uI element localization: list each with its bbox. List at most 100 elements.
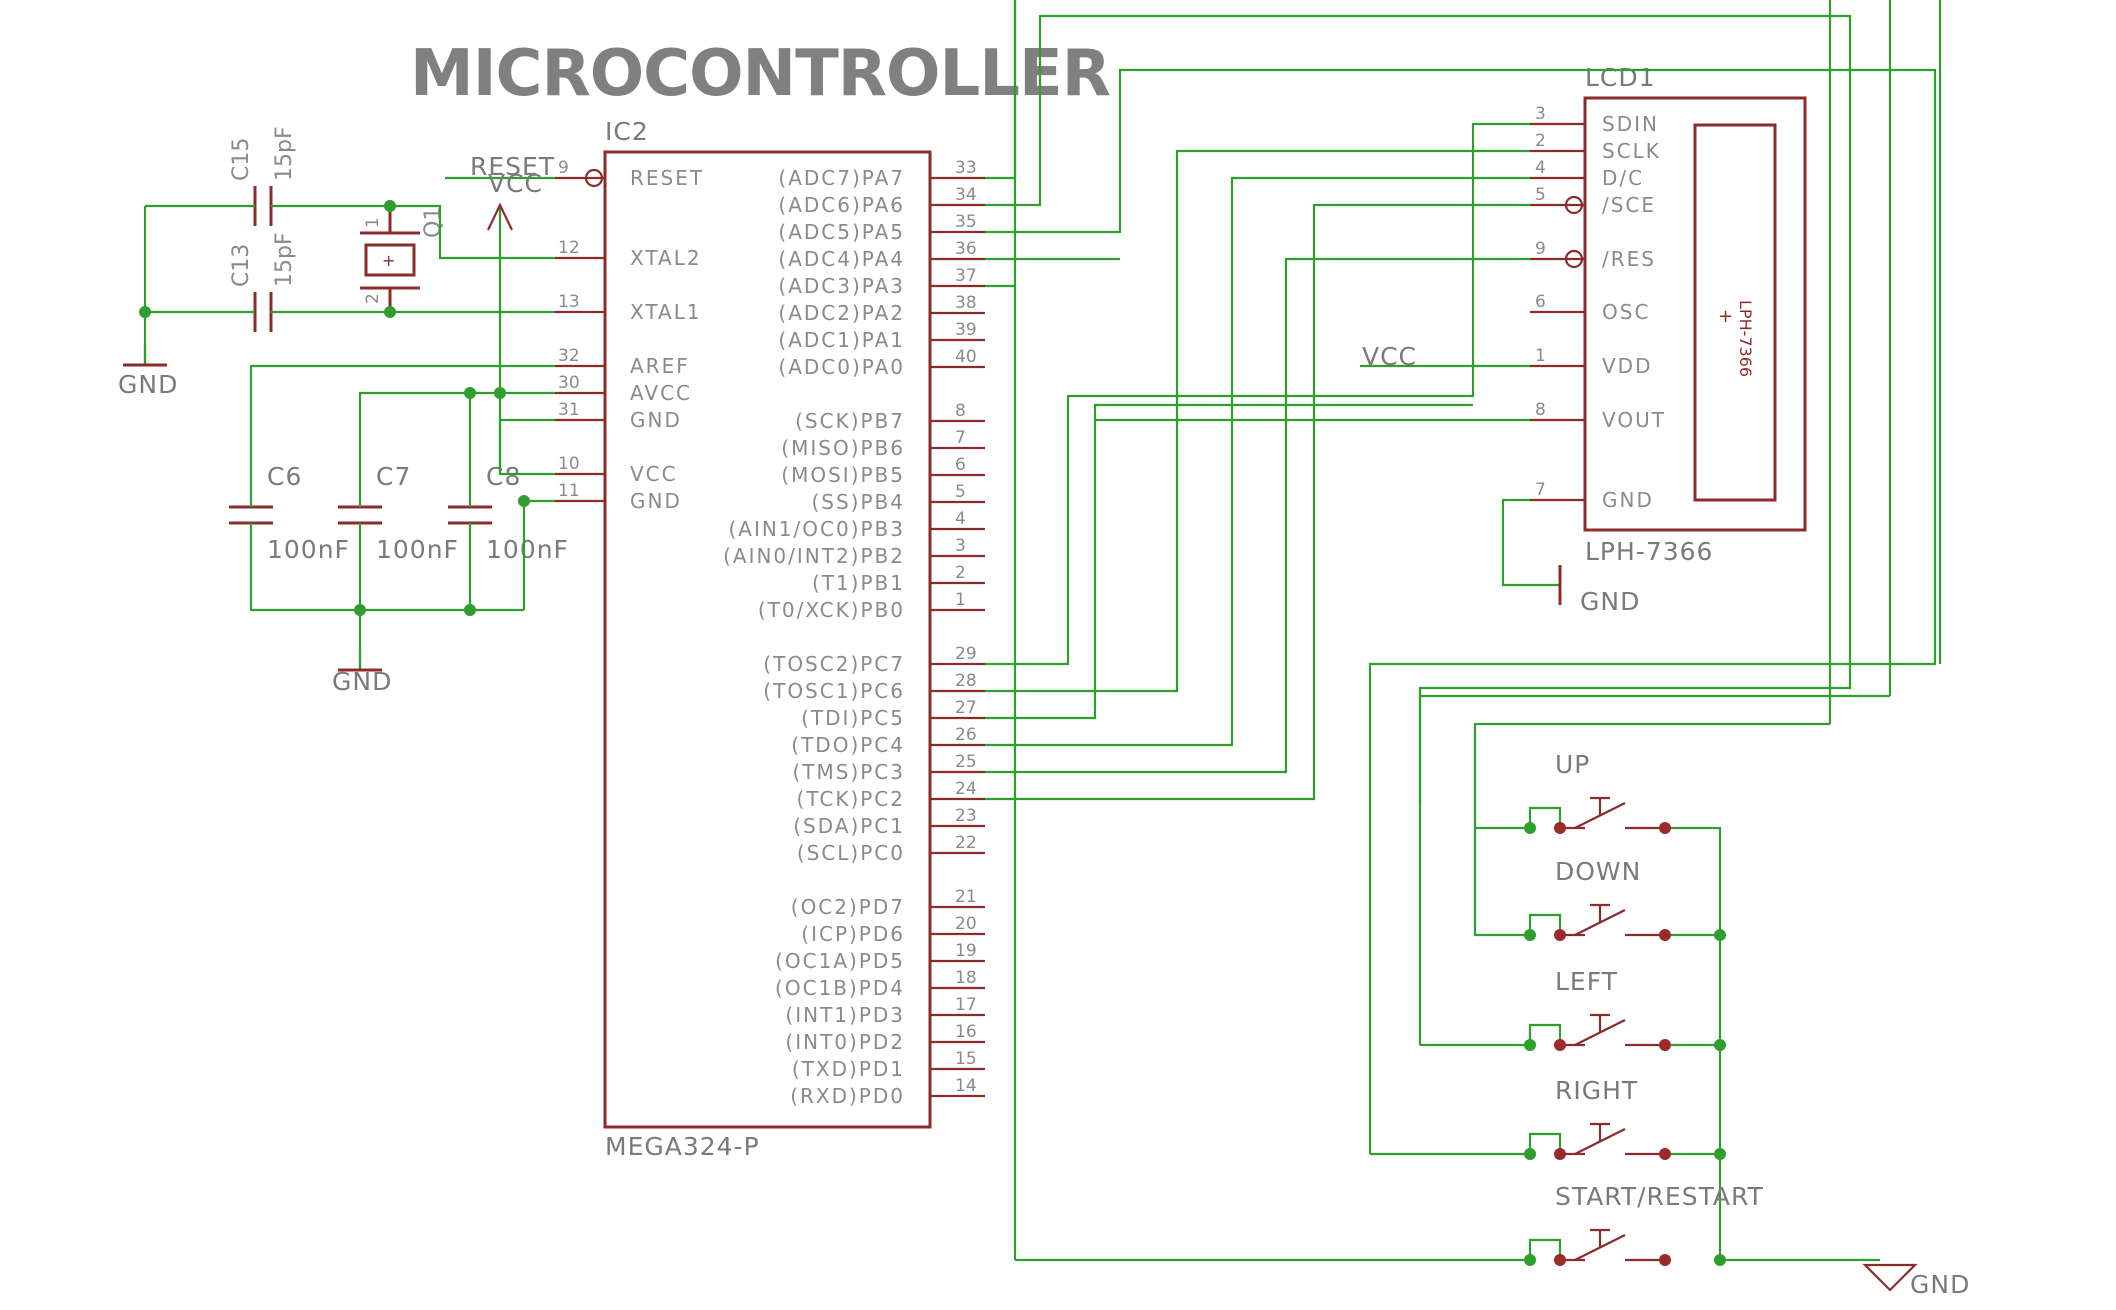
schematic-title: MICROCONTROLLER bbox=[410, 37, 1110, 111]
ic2-pin-number: 40 bbox=[955, 347, 977, 367]
ic2-part: MEGA324-P bbox=[605, 1132, 760, 1161]
ic2-pin-name: (SCL)PC0 bbox=[797, 841, 905, 865]
wire-junction bbox=[494, 387, 506, 399]
lcd-pin-name: /SCE bbox=[1602, 193, 1656, 217]
button-pin bbox=[1659, 822, 1671, 834]
lcd-inner-text: LPH-7366 bbox=[1736, 300, 1755, 377]
svg-text:+: + bbox=[382, 251, 395, 270]
wire-segment bbox=[249, 364, 555, 507]
ic2-pin-number: 22 bbox=[955, 833, 977, 853]
ic2-pin-number: 37 bbox=[955, 266, 977, 286]
wire-junction bbox=[354, 604, 366, 616]
ic2-pin-number: 10 bbox=[558, 454, 580, 474]
ic2-pin-name: (RXD)PD0 bbox=[790, 1084, 905, 1108]
ic2-pin-number: 17 bbox=[955, 995, 977, 1015]
cap-value: 15pF bbox=[272, 126, 297, 181]
ic2-pin-number: 32 bbox=[558, 346, 580, 366]
ic2-pin-name: (SDA)PC1 bbox=[793, 814, 905, 838]
ic2-pin-number: 27 bbox=[955, 698, 977, 718]
lcd-ref: LCD1 bbox=[1585, 63, 1656, 92]
ic2-pin-name: (ADC5)PA5 bbox=[778, 220, 905, 244]
cap-value: 15pF bbox=[272, 232, 297, 287]
lcd-pin-name: SDIN bbox=[1602, 112, 1659, 136]
wire-junction bbox=[1524, 822, 1536, 834]
ic2-pin-name: (TCK)PC2 bbox=[797, 787, 905, 811]
button-label-left: LEFT bbox=[1555, 967, 1618, 996]
button-label-start-restart: START/RESTART bbox=[1555, 1182, 1764, 1211]
cap-value: 100nF bbox=[267, 535, 350, 564]
button-lead bbox=[1528, 1238, 1562, 1260]
wire-segment bbox=[249, 523, 524, 612]
ic2-pin-name: (SS)PB4 bbox=[811, 490, 905, 514]
lcd-pin-number: 7 bbox=[1535, 480, 1546, 500]
wire-segment bbox=[1418, 694, 1890, 1045]
lcd-pin-name: GND bbox=[1602, 488, 1654, 512]
crystal-q1: + Q1 1 2 bbox=[360, 200, 446, 316]
ic2-pin-name: (AIN1/OC0)PB3 bbox=[728, 517, 905, 541]
ic2-pin-number: 9 bbox=[558, 158, 569, 178]
button-pin bbox=[1659, 929, 1671, 941]
wire-segment bbox=[985, 122, 1530, 666]
cap-ref: C13 bbox=[229, 244, 254, 287]
cap-ref: C15 bbox=[229, 138, 254, 181]
lcd-pin-name: VDD bbox=[1602, 354, 1652, 378]
ic2-pin-name: (INT0)PD2 bbox=[785, 1030, 905, 1054]
ic2-ref: IC2 bbox=[605, 117, 649, 146]
button-pin bbox=[1554, 822, 1566, 834]
ic2-pin-name: (OC1A)PD5 bbox=[775, 949, 905, 973]
ic2-pin-number: 8 bbox=[955, 401, 966, 421]
ic2-pin-number: 12 bbox=[558, 238, 580, 258]
vcc-label-reset: VCC bbox=[488, 169, 543, 198]
ic2-pin-name: (TOSC1)PC6 bbox=[763, 679, 905, 703]
lcd-pin-number: 6 bbox=[1535, 292, 1546, 312]
ic2-pin-name: (ICP)PD6 bbox=[801, 922, 905, 946]
ic2-pin-name: (ADC3)PA3 bbox=[778, 274, 905, 298]
lcd-pin-number: 4 bbox=[1535, 158, 1546, 178]
button-lead bbox=[1528, 913, 1562, 935]
ic2-pin-number: 6 bbox=[955, 455, 966, 475]
ic2-pin-number: 4 bbox=[955, 509, 966, 529]
wire-segment bbox=[985, 257, 1530, 774]
lcd-pin-number: 2 bbox=[1535, 131, 1546, 151]
gnd-label-crystal: GND bbox=[118, 370, 178, 399]
button-label-down: DOWN bbox=[1555, 857, 1641, 886]
vcc-label-lcd: VCC bbox=[1362, 342, 1417, 371]
ic2-pin-name: (AIN0/INT2)PB2 bbox=[723, 544, 905, 568]
wires bbox=[143, 0, 1942, 1262]
ic2-pin-name: (ADC2)PA2 bbox=[778, 301, 905, 325]
ic2-pin-number: 36 bbox=[955, 239, 977, 259]
ic2-pin-number: 19 bbox=[955, 941, 977, 961]
lcd-pin-number: 9 bbox=[1535, 239, 1546, 259]
wire-junction bbox=[1714, 1039, 1726, 1051]
wire-segment bbox=[1501, 498, 1560, 587]
ic2-pin-number: 25 bbox=[955, 752, 977, 772]
wire-segment bbox=[271, 310, 392, 316]
sce-inverter-bubble bbox=[1564, 195, 1584, 215]
cap-ref: C8 bbox=[486, 462, 521, 491]
ic2-pin-name: (TDO)PC4 bbox=[791, 733, 905, 757]
ic2-pin-number: 2 bbox=[955, 563, 966, 583]
crystal-ref: Q1 bbox=[421, 207, 446, 238]
ic2-pin-number: 14 bbox=[955, 1076, 977, 1096]
lcd-origin-mark: + bbox=[1718, 306, 1733, 327]
gnd-triangle bbox=[1862, 1263, 1918, 1292]
ic2-pin-name: (ADC0)PA0 bbox=[778, 355, 905, 379]
ic2-pin-name: (ADC7)PA7 bbox=[778, 166, 905, 190]
wire-junction bbox=[464, 387, 476, 399]
ic2-pin-number: 18 bbox=[955, 968, 977, 988]
ic2-pin-name: GND bbox=[630, 489, 682, 513]
ic2-pin-name: (TOSC2)PC7 bbox=[763, 652, 905, 676]
ic2-pin-name: (OC2)PD7 bbox=[791, 895, 905, 919]
ic2-pin-number: 3 bbox=[955, 536, 966, 556]
wire-junction bbox=[1524, 1039, 1536, 1051]
reset-label: RESET bbox=[470, 152, 555, 181]
cap-ref: C6 bbox=[267, 462, 302, 491]
ic2-pin-name: (MOSI)PB5 bbox=[781, 463, 905, 487]
cap-value: 100nF bbox=[376, 535, 459, 564]
ic2-pin-number: 15 bbox=[955, 1049, 977, 1069]
button-lead bbox=[1528, 806, 1562, 828]
wire-segment bbox=[985, 203, 1530, 801]
